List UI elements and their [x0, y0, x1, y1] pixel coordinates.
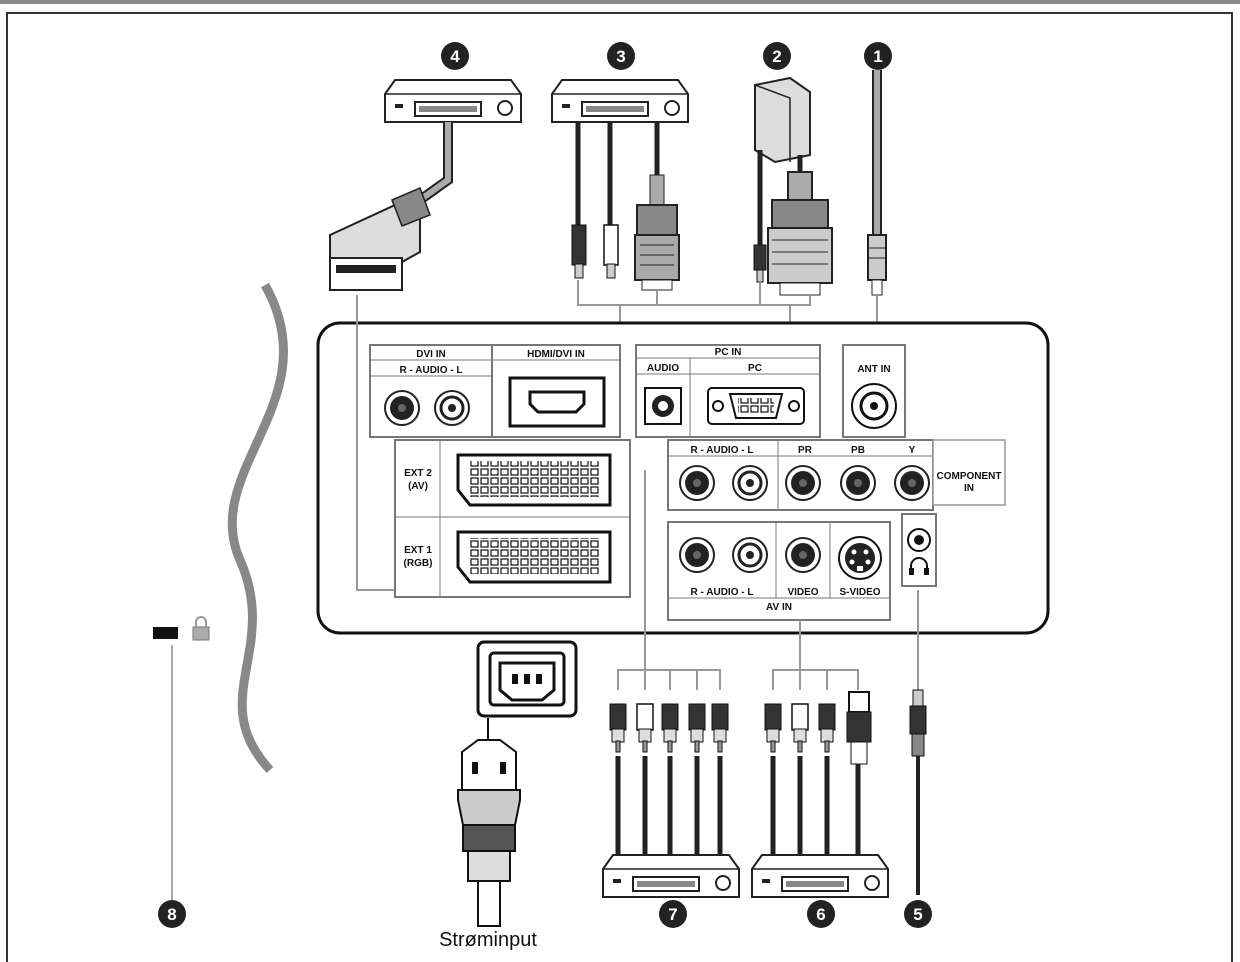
scart-plug — [329, 186, 431, 291]
component-audio-label: R - AUDIO - L — [691, 445, 754, 456]
pc-audio-label: AUDIO — [647, 363, 679, 374]
svg-text:5: 5 — [913, 905, 922, 924]
kensington-slot — [153, 627, 178, 639]
component-in-label: COMPONENT — [937, 471, 1002, 482]
callout-1: 1 — [864, 42, 892, 70]
svideo-plug — [846, 691, 872, 765]
callout-4: 4 — [441, 42, 469, 70]
headphone-cable — [909, 590, 927, 895]
pc-audio-jack — [644, 387, 682, 425]
component-y-jack — [894, 465, 930, 501]
component-pb-jack — [840, 465, 876, 501]
callout-3: 3 — [607, 42, 635, 70]
svg-text:6: 6 — [816, 905, 825, 924]
antenna-cable — [867, 70, 887, 345]
scart-ext1-port — [456, 530, 612, 584]
cable-wave — [227, 282, 289, 774]
dvi-audio-label: R - AUDIO - L — [400, 365, 463, 376]
callout-7: 7 — [659, 900, 687, 928]
hdmi-dvi-in-label: HDMI/DVI IN — [527, 349, 585, 360]
device-4 — [329, 79, 522, 291]
component-pr-jack — [785, 465, 821, 501]
dvi-audio-r-jack — [384, 390, 420, 426]
svideo-port — [838, 536, 882, 580]
pc-in-label: PC IN — [715, 347, 742, 358]
component-pr-label: PR — [798, 445, 813, 456]
svg-text:7: 7 — [668, 905, 677, 924]
av-in-label: AV IN — [766, 602, 792, 613]
power-connector: Strøminput — [439, 640, 578, 951]
device-2-pc — [753, 76, 833, 330]
scart-ext2-port — [456, 453, 612, 507]
ext1-label: EXT 1 — [404, 545, 432, 556]
tv-back-panel: DVI IN R - AUDIO - L HDMI/DVI IN PC IN A… — [316, 295, 1050, 635]
headphone-jack — [907, 528, 931, 552]
ant-in-label: ANT IN — [857, 364, 890, 375]
device-6-av — [751, 620, 889, 898]
hdmi-port — [508, 376, 606, 428]
ext2-sub-label: (AV) — [408, 481, 428, 492]
av-audio-l-jack — [731, 536, 769, 574]
component-in-label-2: IN — [964, 483, 974, 494]
device-7-component — [602, 470, 740, 898]
hdmi-plug — [634, 204, 680, 291]
callout-6: 6 — [807, 900, 835, 928]
svg-text:1: 1 — [873, 47, 882, 66]
headphone-icon — [909, 557, 929, 575]
lock-icon — [192, 616, 210, 641]
component-pb-label: PB — [851, 445, 865, 456]
svg-text:3: 3 — [616, 47, 625, 66]
ext2-label: EXT 2 — [404, 468, 432, 479]
power-caption: Strøminput — [439, 929, 537, 951]
dvi-in-label: DVI IN — [416, 349, 445, 360]
av-audio-label: R - AUDIO - L — [691, 587, 754, 598]
power-plug — [457, 739, 521, 927]
svg-text:4: 4 — [450, 47, 460, 66]
av-svideo-label: S-VIDEO — [839, 587, 880, 598]
callout-5: 5 — [904, 900, 932, 928]
vga-port — [707, 387, 805, 425]
diagram-border — [6, 12, 1233, 962]
device-3 — [551, 79, 790, 330]
svg-text:8: 8 — [167, 905, 176, 924]
av-video-label: VIDEO — [787, 587, 818, 598]
svg-text:2: 2 — [772, 47, 781, 66]
component-y-label: Y — [909, 445, 916, 456]
antenna-port — [851, 383, 897, 429]
av-audio-r-jack — [679, 537, 715, 573]
ext1-sub-label: (RGB) — [404, 558, 433, 569]
component-audio-r-jack — [679, 465, 715, 501]
callout-8: 8 — [158, 900, 186, 928]
callout-2: 2 — [763, 42, 791, 70]
dvi-audio-l-jack — [433, 389, 471, 427]
vga-plug — [767, 199, 833, 296]
component-audio-l-jack — [731, 464, 769, 502]
pc-label: PC — [748, 363, 762, 374]
av-video-jack — [785, 537, 821, 573]
